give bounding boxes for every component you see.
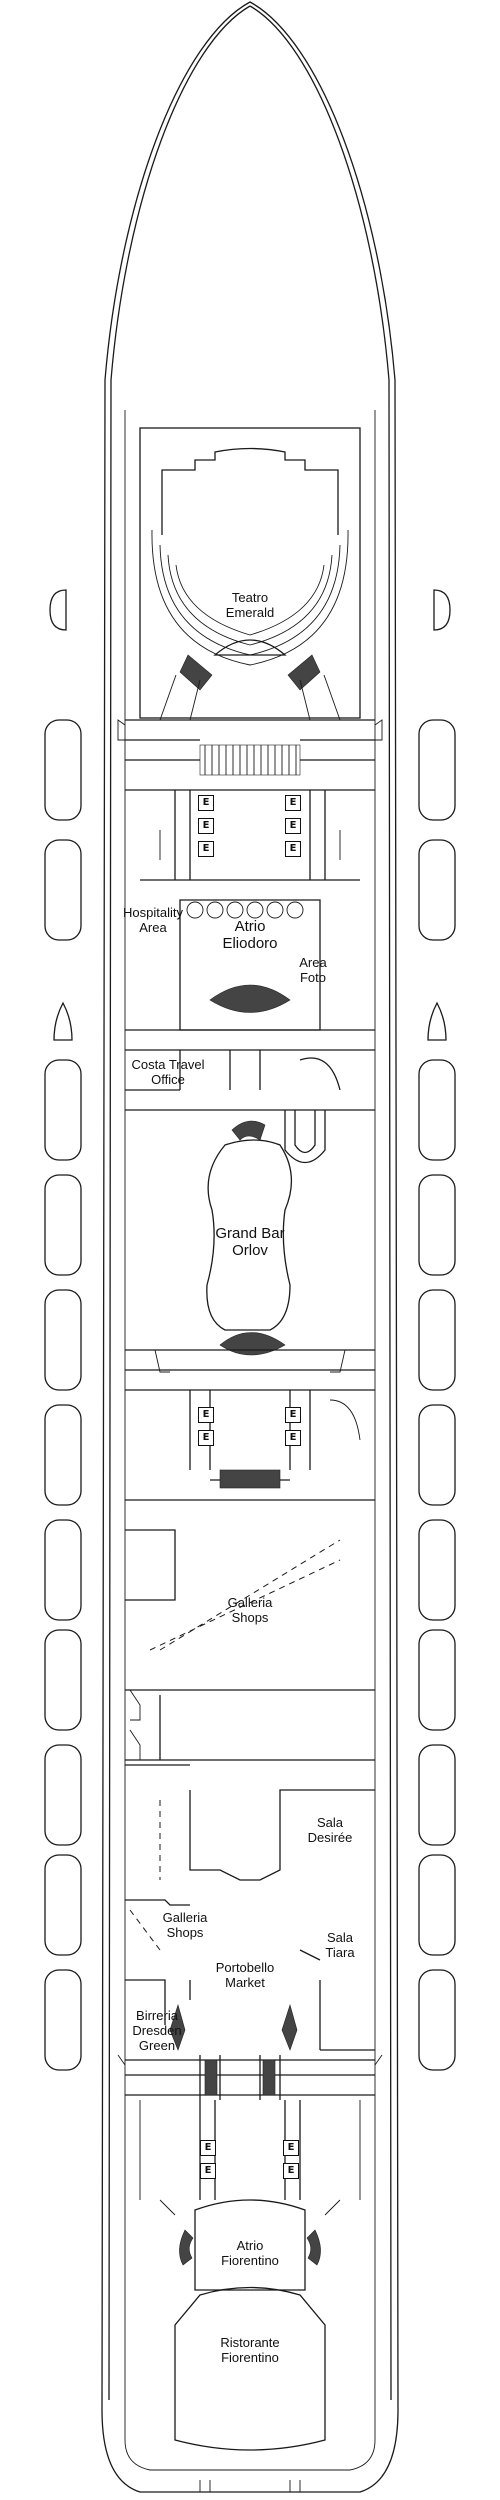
grand-bar-block [125,1139,375,1391]
elevator-icon: E [283,2140,299,2156]
elevator-icon: E [198,1430,214,1446]
elevator-icon: E [285,1430,301,1446]
elevator-icon: E [200,2163,216,2179]
theatre-block [139,427,361,721]
atrio-fiorentino-block [159,2199,341,2451]
elevator-icon: E [285,841,301,857]
elevator-icon: E [198,841,214,857]
bow-arc [124,410,376,2471]
elevator-icon: E [285,795,301,811]
elevator-icon: E [198,795,214,811]
elevator-icon: E [283,2163,299,2179]
lifeboats-right [418,589,456,2071]
atrio-eliodoro-block [125,899,375,1031]
corridor-wall [125,719,375,791]
galleria-walkway-1 [159,1539,341,1651]
elevator-icon: E [200,2140,216,2156]
elevator-icon: E [285,1407,301,1423]
lifeboats-left [44,589,82,2071]
elevator-icon: E [285,818,301,834]
elevator-icon: E [198,1407,214,1423]
hull-inner-outline [108,5,251,2401]
hull-outline [101,1,399,2493]
elevator-icon: E [198,818,214,834]
